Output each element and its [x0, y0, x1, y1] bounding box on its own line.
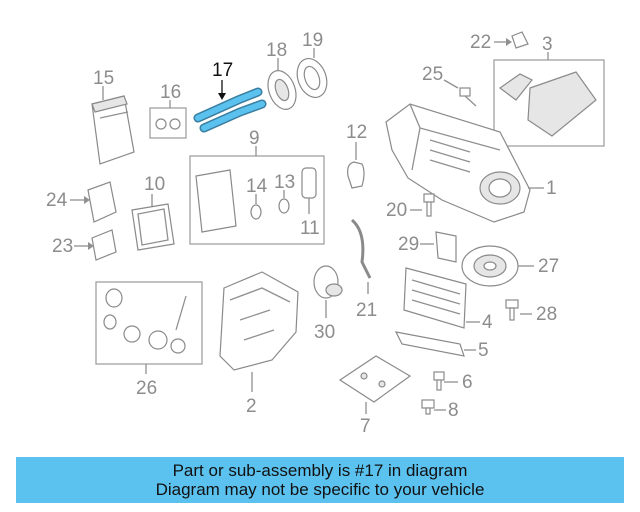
part-8-bolt[interactable]	[421, 399, 435, 415]
part-23-bracket[interactable]	[91, 229, 117, 261]
part-21-hose[interactable]	[350, 218, 372, 279]
callout-16: 16	[160, 82, 181, 103]
part-16-box	[149, 107, 187, 139]
callout-8: 8	[448, 400, 459, 421]
part-13-ring[interactable]	[278, 198, 290, 214]
callout-23: 23	[52, 236, 73, 257]
part-20-bolt[interactable]	[423, 193, 435, 217]
part-25-screw[interactable]	[459, 87, 477, 107]
callout-26: 26	[136, 378, 157, 399]
callout-15: 15	[93, 68, 114, 89]
callout-3: 3	[542, 34, 553, 55]
part-9-core[interactable]	[195, 169, 237, 233]
part-24-bracket[interactable]	[87, 181, 117, 223]
part-26-ring-a[interactable]	[103, 314, 117, 330]
part-26-gear[interactable]	[105, 288, 123, 308]
callout-25: 25	[422, 64, 443, 85]
callout-28: 28	[536, 304, 557, 325]
callout-19: 19	[302, 30, 323, 51]
part-12-sensor[interactable]	[347, 161, 365, 189]
part-2-heater-case[interactable]	[219, 271, 299, 371]
part-7-plate[interactable]	[338, 355, 412, 403]
part-28-bolt[interactable]	[505, 299, 519, 321]
callout-24: 24	[46, 190, 68, 211]
part-14-ring[interactable]	[250, 204, 262, 220]
banner-line-1: Part or sub-assembly is #17 in diagram	[172, 461, 468, 480]
part-11-valve[interactable]	[301, 167, 317, 199]
part-16-ring-a[interactable]	[155, 118, 167, 130]
part-16-ring-b[interactable]	[169, 118, 181, 130]
callout-5: 5	[478, 340, 489, 361]
callout-27: 27	[538, 256, 559, 277]
callout-14: 14	[246, 176, 268, 197]
part-17-heater-pipe[interactable]	[193, 87, 267, 133]
part-29-bracket[interactable]	[435, 231, 457, 263]
part-10-filter[interactable]	[131, 203, 175, 251]
part-26-ring-d[interactable]	[170, 338, 186, 354]
part-9-box	[189, 155, 325, 245]
callout-10: 10	[144, 174, 165, 195]
part-26-ring-c[interactable]	[148, 330, 168, 350]
banner-line-2: Diagram may not be specific to your vehi…	[155, 480, 485, 499]
callout-13: 13	[274, 172, 295, 193]
callout-30: 30	[314, 322, 335, 343]
callout-6: 6	[462, 372, 473, 393]
part-26-rod	[175, 295, 187, 331]
callout-9: 9	[249, 128, 260, 149]
part-6-bolt[interactable]	[433, 371, 445, 391]
part-3-duct-b[interactable]	[527, 71, 597, 137]
callout-20: 20	[386, 200, 407, 221]
info-banner: Part or sub-assembly is #17 in diagram D…	[16, 457, 624, 503]
callout-22: 22	[470, 32, 491, 53]
part-5-plate[interactable]	[394, 331, 465, 357]
callout-21: 21	[356, 300, 377, 321]
callout-29: 29	[398, 234, 419, 255]
part-30-actuator[interactable]	[313, 265, 343, 299]
parts-diagram: 15 16 17 18 19 22 3 25	[46, 30, 605, 437]
part-3-box	[493, 59, 605, 147]
part-1-blower-housing[interactable]	[385, 103, 531, 223]
part-26-box	[95, 281, 203, 365]
callout-7: 7	[360, 416, 371, 437]
callout-11: 11	[300, 218, 320, 239]
callout-18: 18	[266, 40, 287, 61]
callout-2: 2	[246, 396, 257, 417]
callout-17: 17	[212, 60, 233, 81]
part-22-clip[interactable]	[511, 31, 529, 49]
callout-4: 4	[482, 312, 493, 333]
part-4-air-filter[interactable]	[403, 267, 467, 329]
part-26-ring-b[interactable]	[123, 325, 141, 343]
part-15-filter[interactable]	[91, 95, 135, 165]
part-3-duct-a[interactable]	[498, 73, 533, 101]
callout-12: 12	[346, 122, 367, 143]
callout-1: 1	[546, 178, 557, 199]
part-27-blower-motor[interactable]	[461, 245, 519, 287]
